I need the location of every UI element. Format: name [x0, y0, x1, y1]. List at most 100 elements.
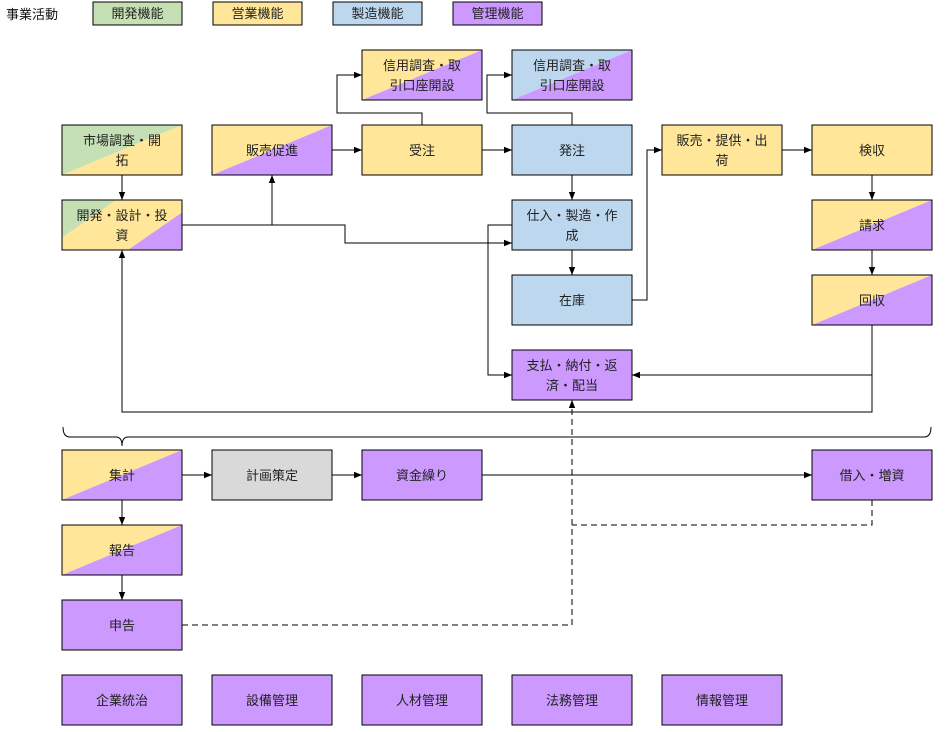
node-label: 検収	[859, 144, 885, 159]
edge-borrow-payment	[572, 500, 873, 526]
node-fill	[512, 675, 632, 725]
node-label: 支払・納付・返	[526, 359, 617, 374]
node-label: 信用調査・取	[383, 59, 461, 74]
node-border	[361, 674, 483, 726]
node-border	[361, 449, 483, 501]
node-fill	[62, 600, 182, 650]
legend-label: 営業機能	[231, 6, 283, 22]
node-label: 申告	[109, 619, 135, 634]
node-border	[511, 674, 633, 726]
edge-devinv-promo	[182, 175, 276, 226]
node-border	[211, 124, 333, 176]
node-label: 信用調査・取	[533, 59, 611, 74]
legend-swatch	[212, 1, 303, 26]
node-planning[interactable]: 計画策定	[211, 449, 333, 501]
node-fill	[362, 450, 482, 500]
node-fill	[812, 450, 932, 500]
node-border	[61, 599, 183, 651]
node-stock[interactable]: 在庫	[511, 274, 633, 326]
node-fill	[512, 200, 632, 250]
legend-item-dev: 開発機能	[92, 1, 183, 26]
node-border	[661, 124, 783, 176]
node-fill-b	[62, 525, 182, 575]
node-label: 販売促進	[246, 143, 298, 159]
node-facility[interactable]: 設備管理	[211, 674, 333, 726]
node-aggregate[interactable]: 集計	[61, 449, 183, 501]
edge-stock-ship	[632, 146, 662, 301]
edge-filing-payment	[182, 400, 576, 626]
edge-produce-payment	[487, 224, 512, 379]
node-border	[511, 349, 633, 401]
node-fill-c	[128, 212, 182, 250]
node-label: 人材管理	[396, 694, 448, 709]
node-label: 集計	[109, 468, 135, 484]
node-ship[interactable]: 販売・提供・出荷	[661, 124, 783, 176]
node-report[interactable]: 報告	[61, 524, 183, 576]
node-fill	[212, 450, 332, 500]
node-border	[361, 124, 483, 176]
node-hr[interactable]: 人材管理	[361, 674, 483, 726]
node-label: 成	[565, 229, 578, 244]
node-filing[interactable]: 申告	[61, 599, 183, 651]
edge-orderplace-credit2	[486, 71, 573, 125]
node-label: 荷	[715, 154, 728, 169]
node-fill-b	[62, 125, 182, 175]
node-fill-b	[362, 50, 482, 100]
node-legal[interactable]: 法務管理	[511, 674, 633, 726]
node-devinv[interactable]: 開発・設計・投資	[61, 199, 183, 251]
legend-label: 管理機能	[471, 7, 523, 22]
node-label: 仕入・製造・作	[526, 209, 617, 224]
node-order_recv[interactable]: 受注	[361, 124, 483, 176]
node-border	[511, 49, 633, 101]
node-market[interactable]: 市場調査・開拓	[61, 124, 183, 176]
node-produce[interactable]: 仕入・製造・作成	[511, 199, 633, 251]
node-fill	[662, 125, 782, 175]
node-border	[61, 524, 183, 576]
node-border	[811, 449, 933, 501]
node-order_place[interactable]: 発注	[511, 124, 633, 176]
node-label: 情報管理	[696, 694, 748, 709]
node-collect[interactable]: 回収	[811, 274, 933, 326]
node-fill	[512, 125, 632, 175]
node-inspect[interactable]: 検収	[811, 124, 933, 176]
node-fill-b	[212, 125, 332, 175]
node-promo[interactable]: 販売促進	[211, 124, 333, 176]
node-border	[511, 274, 633, 326]
node-invoice[interactable]: 請求	[811, 199, 933, 251]
legend-label: 開発機能	[111, 7, 163, 22]
node-fill	[362, 125, 482, 175]
node-borrow[interactable]: 借入・増資	[811, 449, 933, 501]
node-payment[interactable]: 支払・納付・返済・配当	[511, 349, 633, 401]
node-border	[511, 124, 633, 176]
node-governance[interactable]: 企業統治	[61, 674, 183, 726]
node-fill	[362, 675, 482, 725]
node-fill-b	[62, 450, 182, 500]
node-label: 開発・設計・投	[76, 208, 167, 224]
node-fill	[512, 350, 632, 400]
legend: 開発機能 営業機能 製造機能 管理機能	[92, 1, 543, 26]
node-border	[61, 449, 183, 501]
node-label: 拓	[115, 154, 128, 169]
node-fill-a	[62, 200, 116, 238]
legend-swatch	[92, 1, 183, 26]
node-fill	[62, 675, 182, 725]
node-label: 資	[115, 229, 128, 244]
node-label: 引口座開設	[539, 78, 604, 94]
node-info[interactable]: 情報管理	[661, 674, 783, 726]
node-label: 引口座開設	[389, 78, 454, 94]
node-label: 済・配当	[546, 378, 598, 394]
connectors	[62, 71, 932, 626]
edge-collect-devinv	[118, 250, 873, 413]
node-cashflow[interactable]: 資金繰り	[361, 449, 483, 501]
node-border	[811, 274, 933, 326]
legend-swatch	[452, 1, 543, 26]
node-border	[61, 674, 183, 726]
node-fill-b	[512, 50, 632, 100]
node-border	[61, 124, 183, 176]
edge-orderrecv-credit1	[336, 71, 423, 125]
legend-label: 製造機能	[351, 7, 403, 22]
node-fill-b	[812, 275, 932, 325]
node-border	[211, 449, 333, 501]
